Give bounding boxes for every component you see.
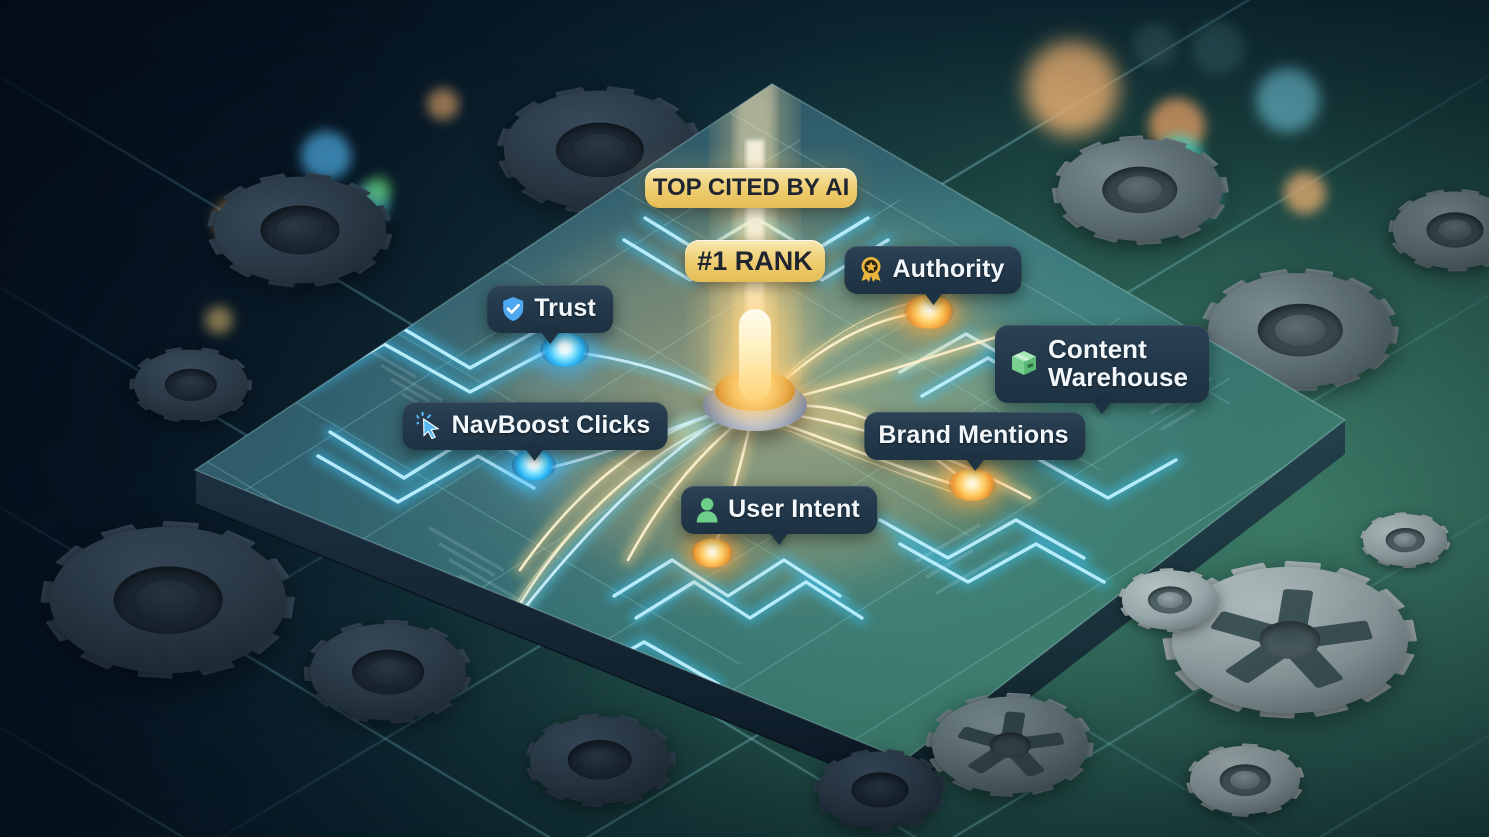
scene-root: TrustAuthorityContent WarehouseNavBoost … — [0, 0, 1489, 837]
vignette-overlay — [0, 0, 1489, 837]
